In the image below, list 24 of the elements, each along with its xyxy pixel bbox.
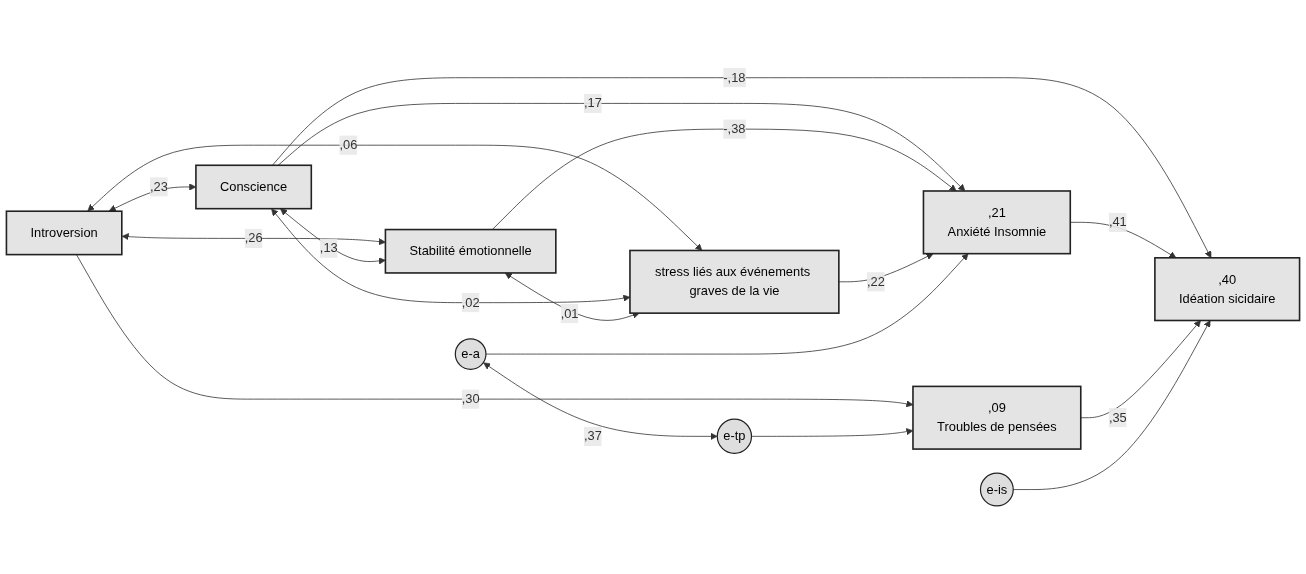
- node-box: [922, 190, 1072, 255]
- node-box: [629, 249, 840, 314]
- edge-label: ,26: [244, 231, 263, 245]
- edge-label: ,35: [1108, 410, 1127, 425]
- edge-label: ,01: [560, 306, 579, 321]
- node-box: [384, 228, 557, 274]
- node-box: [1154, 257, 1301, 322]
- edge-label: ,41: [1108, 215, 1127, 229]
- node-box: [912, 385, 1082, 450]
- edge-label: -,38: [723, 121, 746, 136]
- edge-label: ,06: [339, 137, 358, 152]
- edge-label: ,02: [461, 295, 480, 310]
- edge-label: ,22: [866, 274, 885, 289]
- edge-label: ,13: [319, 240, 338, 255]
- edge-label: -,18: [723, 70, 746, 85]
- node-box: [195, 164, 313, 210]
- edge-label: ,37: [583, 429, 602, 443]
- node-circle: [716, 418, 753, 455]
- edge-label: ,23: [149, 179, 168, 194]
- node-circle: [979, 472, 1014, 507]
- edge-label: ,30: [461, 391, 480, 406]
- node-box: [5, 210, 123, 256]
- edge-label: ,17: [583, 96, 602, 110]
- node-circle: [454, 338, 487, 370]
